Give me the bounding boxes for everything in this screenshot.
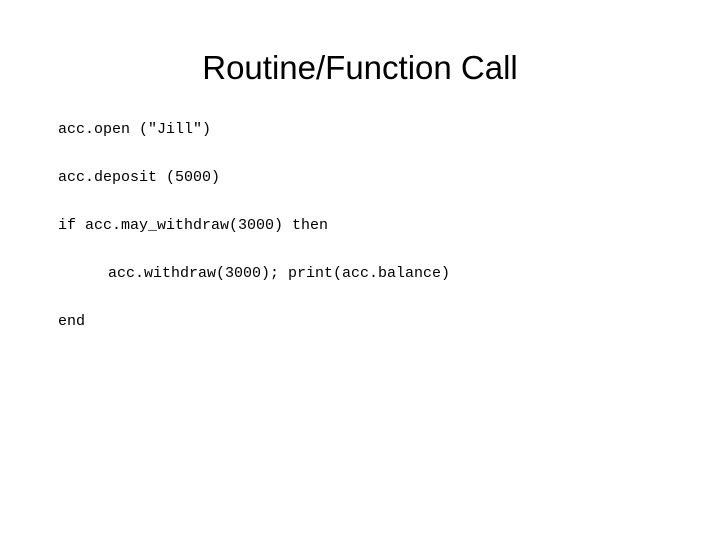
code-line: if acc.may_withdraw(3000) then: [58, 217, 329, 234]
code-line: end: [58, 313, 86, 330]
code-line: acc.open ("Jill"): [58, 121, 212, 138]
page-title: Routine/Function Call: [202, 49, 518, 86]
code-line: acc.withdraw(3000); print(acc.balance): [108, 265, 451, 282]
code-block: acc.open ("Jill") acc.deposit (5000) if …: [58, 118, 678, 334]
code-line: acc.deposit (5000): [58, 169, 221, 186]
